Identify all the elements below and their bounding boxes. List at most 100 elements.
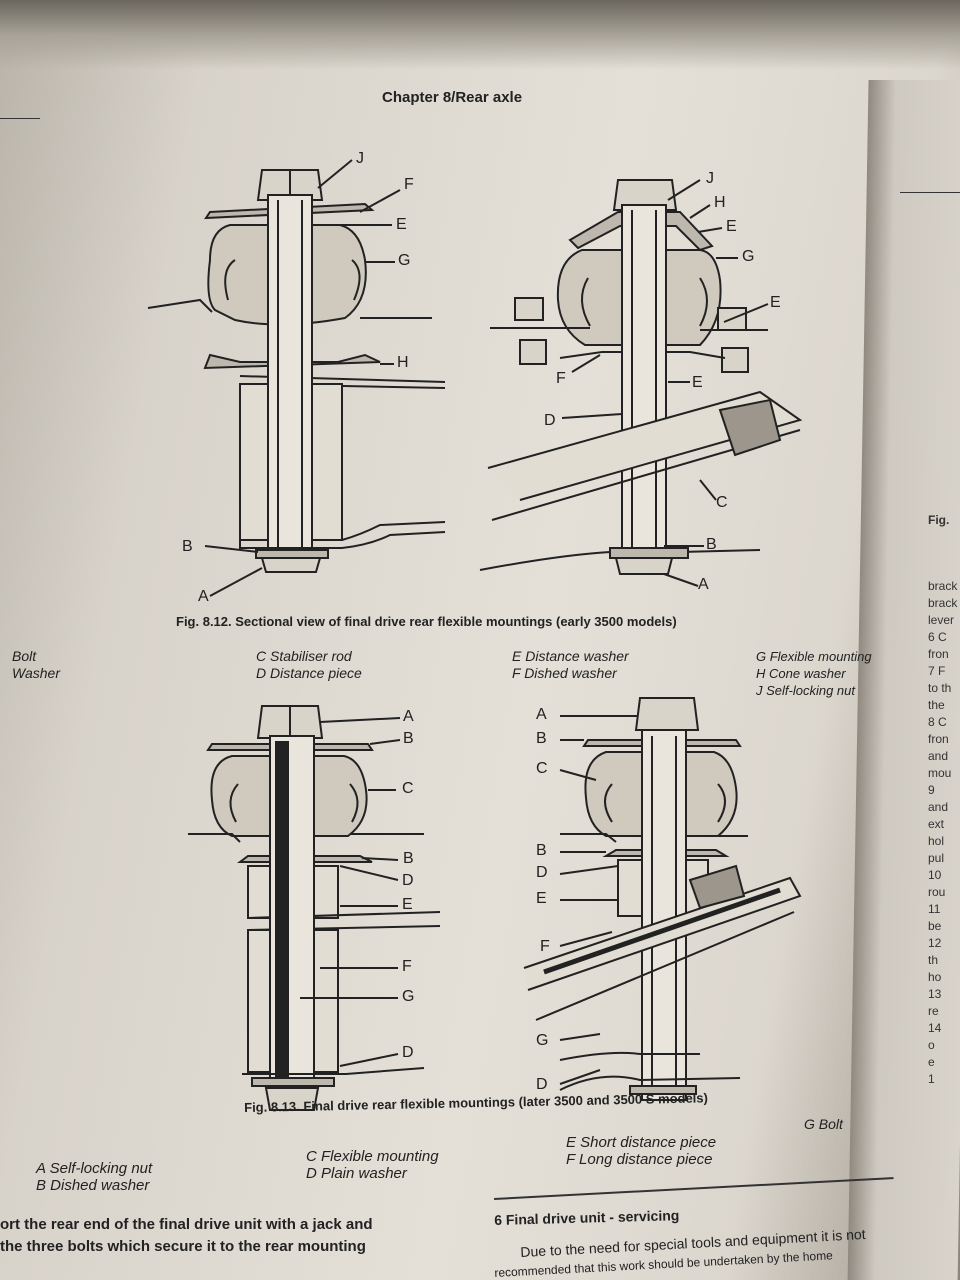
fig812-left-label-A: A xyxy=(198,588,209,605)
fig812-right-label-D: D xyxy=(544,412,556,429)
fig812-right-label-B: B xyxy=(706,536,717,553)
fig813-left-label-G: G xyxy=(402,988,415,1005)
facing-line: 1 xyxy=(928,1072,935,1086)
legend-item: G Flexible mounting xyxy=(756,649,872,664)
legend-item: D Distance piece xyxy=(256,665,362,681)
facing-line: brack xyxy=(928,596,958,610)
fig812-legend-col3: E Distance washer F Dished washer xyxy=(512,648,629,682)
legend-item: F Dished washer xyxy=(512,665,617,681)
facing-fig-label: Fig. xyxy=(928,513,950,527)
fig812-right-label-F: F xyxy=(556,370,566,387)
fig813-right-label-B: B xyxy=(536,730,547,747)
facing-line: brack xyxy=(928,579,958,593)
fig812-right-label-E2: E xyxy=(770,294,781,311)
fig813-left-label-D: D xyxy=(402,872,414,889)
facing-line: 13 xyxy=(928,987,942,1001)
fig813-legend-col3: E Short distance piece F Long distance p… xyxy=(566,1134,716,1168)
facing-line: 12 xyxy=(928,936,942,950)
fig813-left-label-A: A xyxy=(403,708,414,725)
header-rule-left xyxy=(0,118,40,119)
facing-line: rou xyxy=(928,885,946,899)
facing-line: re xyxy=(928,1004,939,1018)
fig812-legend-col1: Bolt Washer xyxy=(12,648,60,682)
fig812-left-label-B: B xyxy=(182,538,193,555)
legend-item: G Bolt xyxy=(804,1116,843,1132)
fig813-right-label-C: C xyxy=(536,760,548,777)
legend-item: C Flexible mounting xyxy=(306,1148,439,1165)
body-line-1: ort the rear end of the final drive unit… xyxy=(0,1216,373,1233)
facing-line: 7 F xyxy=(928,664,946,678)
legend-item: Bolt xyxy=(12,648,37,664)
facing-line: th xyxy=(928,953,939,967)
fig812-right-label-A: A xyxy=(698,576,709,593)
fig813-left-label-F: F xyxy=(402,958,412,975)
facing-line: the xyxy=(928,698,945,712)
fig812-left-label-F: F xyxy=(404,176,414,193)
fig813-legend-col2: C Flexible mounting D Plain washer xyxy=(306,1148,439,1182)
facing-line: lever xyxy=(928,613,955,627)
fig812-right-label-J: J xyxy=(706,170,714,187)
facing-line: fron xyxy=(928,647,949,661)
facing-line: hol xyxy=(928,834,945,848)
legend-item: E Short distance piece xyxy=(566,1134,717,1151)
fig812-legend-col2: C Stabiliser rod D Distance piece xyxy=(256,648,362,682)
legend-item: Washer xyxy=(12,665,60,681)
facing-line: pul xyxy=(928,851,945,865)
fig813-right-label-D: D xyxy=(536,864,548,881)
fig812-right-label-G: G xyxy=(742,248,755,265)
fig812-right-label-C: C xyxy=(716,494,728,511)
fig812-right-label-H: H xyxy=(714,194,726,211)
facing-line: be xyxy=(928,919,942,933)
facing-column: brack brack lever 6 C fron 7 F to th the… xyxy=(928,578,957,1088)
fig812-left-label-H: H xyxy=(397,354,409,371)
legend-item: F Long distance piece xyxy=(566,1151,713,1168)
facing-line: mou xyxy=(928,766,952,780)
legend-item: D Plain washer xyxy=(306,1165,407,1182)
fig813-right-label-E: E xyxy=(536,890,547,907)
fig813-legend-col1: A Self-locking nut B Dished washer xyxy=(36,1160,152,1194)
fig812-legend-col4: G Flexible mounting H Cone washer J Self… xyxy=(756,648,872,699)
fig813-legend-col4: G Bolt xyxy=(804,1116,843,1133)
fig812-caption: Fig. 8.12. Sectional view of final drive… xyxy=(176,614,677,629)
legend-item: C Stabiliser rod xyxy=(256,648,352,664)
fig812-left-label-J: J xyxy=(356,150,364,167)
legend-item: B Dished washer xyxy=(36,1177,150,1194)
legend-item: H Cone washer xyxy=(756,666,846,681)
fig813-left-label-B: B xyxy=(403,730,414,747)
fig813-left-label-E: E xyxy=(402,896,413,913)
fig812-left-label-E: E xyxy=(396,216,407,233)
facing-line: 10 xyxy=(928,868,942,882)
fig813-right-label-B2: B xyxy=(536,842,547,859)
facing-line: 6 C xyxy=(928,630,947,644)
fig813-right-label-F: F xyxy=(540,938,550,955)
facing-line: ho xyxy=(928,970,942,984)
facing-line: o xyxy=(928,1038,935,1052)
facing-line: and xyxy=(928,749,949,763)
fig813-right-label-G: G xyxy=(536,1032,549,1049)
facing-line: ext xyxy=(928,817,945,831)
facing-page-rule xyxy=(900,192,960,193)
top-shadow xyxy=(0,0,960,70)
facing-line: fron xyxy=(928,732,949,746)
fig812-right-label-E: E xyxy=(726,218,737,235)
facing-line: 14 xyxy=(928,1021,942,1035)
facing-line: 9 xyxy=(928,783,935,797)
chapter-header: Chapter 8/Rear axle xyxy=(382,89,523,106)
fig813-left-label-C: C xyxy=(402,780,414,797)
fig812-right-label-E3: E xyxy=(692,374,703,391)
fig813-left-label-B2: B xyxy=(403,850,414,867)
legend-item: E Distance washer xyxy=(512,648,629,664)
facing-line: 11 xyxy=(928,902,941,916)
facing-line: and xyxy=(928,800,949,814)
fig812-left-label-G: G xyxy=(398,252,411,269)
fig813-right-label-D2: D xyxy=(536,1076,548,1093)
facing-line: to th xyxy=(928,681,952,695)
body-line-2: the three bolts which secure it to the r… xyxy=(0,1238,366,1255)
fig813-left-label-D2: D xyxy=(402,1044,414,1061)
facing-line: e xyxy=(928,1055,935,1069)
facing-line: 8 C xyxy=(928,715,947,729)
